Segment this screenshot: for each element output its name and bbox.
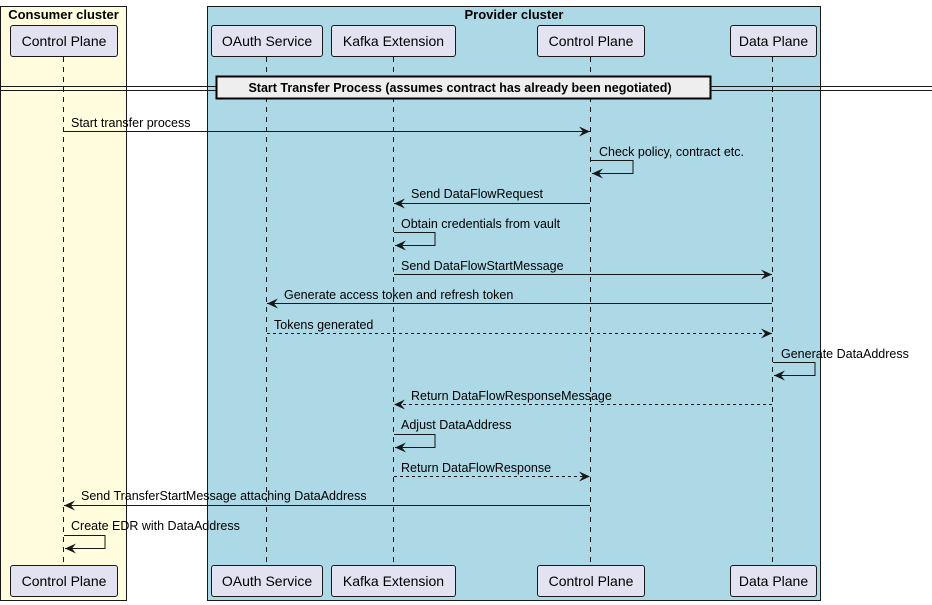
participant-kafka-extension-bottom: Kafka Extension bbox=[331, 565, 456, 597]
message-label: Send DataFlowRequest bbox=[411, 187, 544, 201]
self-message-arrow bbox=[64, 535, 106, 554]
message-label: Return DataFlowResponseMessage bbox=[411, 389, 612, 403]
svg-text:OAuth Service: OAuth Service bbox=[222, 33, 312, 49]
participant-provider-control-plane-bottom: Control Plane bbox=[537, 565, 645, 597]
self-message-arrow bbox=[394, 434, 436, 453]
self-message-arrow bbox=[773, 362, 816, 381]
svg-text:Control Plane: Control Plane bbox=[22, 573, 107, 589]
svg-text:Control Plane: Control Plane bbox=[549, 33, 634, 49]
participant-consumer-control-plane-top: Control Plane bbox=[10, 25, 118, 57]
svg-text:Data Plane: Data Plane bbox=[739, 33, 808, 49]
participant-data-plane-bottom: Data Plane bbox=[730, 565, 817, 597]
self-message-arrow bbox=[394, 232, 436, 251]
participant-kafka-extension-top: Kafka Extension bbox=[331, 25, 456, 57]
self-message-arrow bbox=[591, 160, 634, 179]
message-label: Create EDR with DataAddress bbox=[71, 519, 240, 533]
participant-oauth-service-top: OAuth Service bbox=[211, 25, 323, 57]
message-label: Send TransferStartMessage attaching Data… bbox=[81, 489, 367, 503]
section-divider: Start Transfer Process (assumes contract… bbox=[0, 75, 932, 100]
svg-text:Kafka Extension: Kafka Extension bbox=[343, 33, 444, 49]
svg-text:Kafka Extension: Kafka Extension bbox=[343, 573, 444, 589]
participant-consumer-control-plane-bottom: Control Plane bbox=[10, 565, 118, 597]
svg-text:Control Plane: Control Plane bbox=[22, 33, 107, 49]
message-label: Check policy, contract etc. bbox=[599, 145, 744, 159]
message-label: Tokens generated bbox=[274, 318, 373, 332]
svg-text:Data Plane: Data Plane bbox=[739, 573, 808, 589]
svg-text:OAuth Service: OAuth Service bbox=[222, 573, 312, 589]
message-label: Adjust DataAddress bbox=[401, 418, 511, 432]
provider-cluster-title: Provider cluster bbox=[465, 7, 564, 22]
participant-provider-control-plane-top: Control Plane bbox=[537, 25, 645, 57]
message-label: Return DataFlowResponse bbox=[401, 461, 551, 475]
message-label: Obtain credentials from vault bbox=[401, 217, 561, 231]
message-label: Start transfer process bbox=[71, 116, 191, 130]
svg-text:Control Plane: Control Plane bbox=[549, 573, 634, 589]
participant-data-plane-top: Data Plane bbox=[730, 25, 817, 57]
participant-oauth-service-bottom: OAuth Service bbox=[211, 565, 323, 597]
message-label: Send DataFlowStartMessage bbox=[401, 259, 564, 273]
consumer-cluster-title: Consumer cluster bbox=[8, 7, 119, 22]
message-label: Generate DataAddress bbox=[781, 347, 909, 361]
message-label: Generate access token and refresh token bbox=[284, 288, 513, 302]
divider-label: Start Transfer Process (assumes contract… bbox=[248, 81, 671, 95]
